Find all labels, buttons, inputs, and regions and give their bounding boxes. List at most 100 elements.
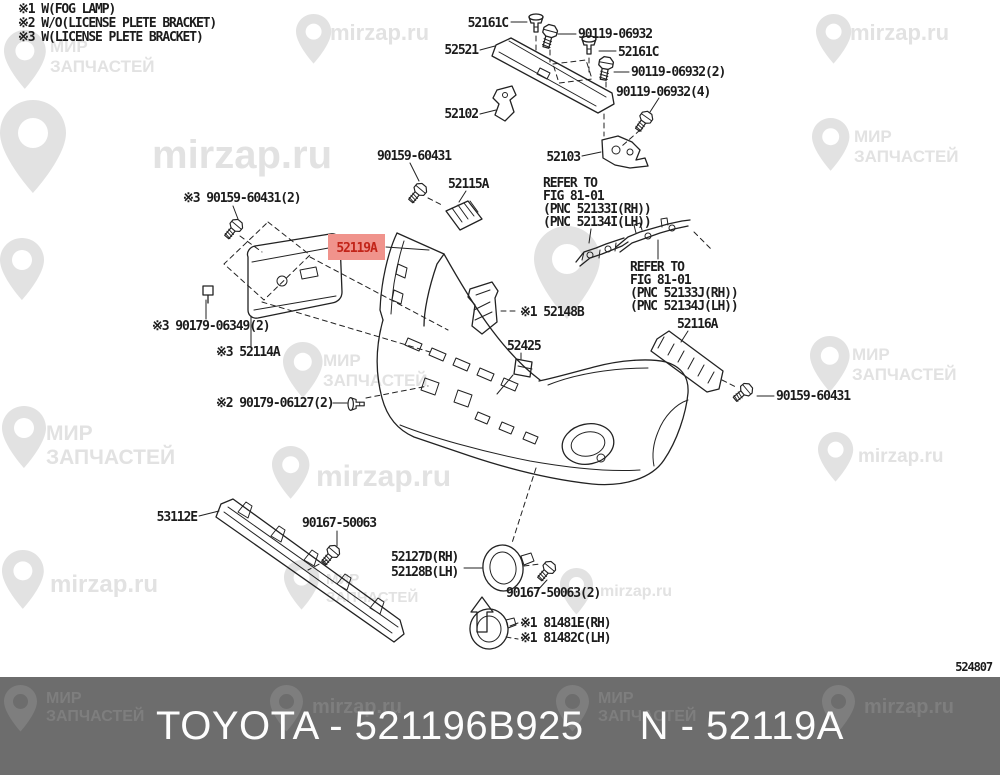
part-label-52119a: 52119A xyxy=(336,241,378,256)
part-label-81482c[interactable]: ※1 81482C(LH) xyxy=(520,631,612,646)
diagram-code: 524807 xyxy=(955,660,993,674)
watermark-brand-text: МИР xyxy=(50,37,88,56)
part-label-52425[interactable]: 52425 xyxy=(507,339,542,354)
push-clip-icon xyxy=(347,397,365,411)
part-label-90159-60431-right[interactable]: 90159-60431 xyxy=(776,389,852,404)
map-pin-watermark-icon xyxy=(4,685,37,732)
part-label-90119-06932-4[interactable]: 90119-06932(4) xyxy=(616,85,711,100)
license-plate-bracket-assembly-drawing xyxy=(202,216,449,353)
watermark-site-text: mirzap.ru xyxy=(50,571,158,598)
radiator-support-assembly-drawing xyxy=(491,13,656,169)
highlight-box xyxy=(328,234,385,260)
map-pin-watermark-icon xyxy=(810,336,850,392)
harness-clamp-drawing xyxy=(575,217,713,267)
watermark-brand-text: МИР xyxy=(323,351,361,370)
part-label-52148b[interactable]: ※1 52148B xyxy=(520,305,586,320)
refer2-line1: REFER TO xyxy=(630,260,685,275)
watermark-layer: МИР ЗАПЧАСТЕЙ mirzap.ru mirzap.ru mirzap… xyxy=(0,14,959,615)
part-label-90159-60431-mid[interactable]: 90159-60431 xyxy=(377,149,453,164)
map-pin-watermark-icon xyxy=(2,406,46,468)
part-label-52115a[interactable]: 52115A xyxy=(448,177,491,192)
bumper-support-bracket-drawing xyxy=(467,281,518,335)
part-label-90119-06932-2[interactable]: 90119-06932(2) xyxy=(631,65,726,80)
legend-line-2: ※2 W/O(LICENSE PLETE BRACKET) xyxy=(18,16,216,31)
bolt-icon xyxy=(730,380,756,405)
part-label-52161c-b[interactable]: 52161C xyxy=(618,45,660,60)
bolt-icon xyxy=(595,55,615,82)
part-label-90159-60431-left[interactable]: ※3 90159-60431(2) xyxy=(183,191,302,206)
legend-line-1: ※1 W(FOG LAMP) xyxy=(18,2,115,17)
part-label-90167-50063[interactable]: 90167-50063 xyxy=(302,516,377,531)
legend-line-3: ※3 W(LICENSE PLETE BRACKET) xyxy=(18,30,203,45)
refer1-line1: REFER TO xyxy=(543,176,598,191)
bolt-icon xyxy=(631,108,656,134)
leader-lines xyxy=(198,21,775,640)
map-pin-watermark-icon xyxy=(272,446,310,499)
watermark-site-text: mirzap.ru xyxy=(152,133,332,177)
part-label-81481e[interactable]: ※1 81481E(RH) xyxy=(520,616,612,631)
lower-grille-drawing xyxy=(215,498,405,643)
map-pin-watermark-icon xyxy=(283,342,323,398)
refer2-line4: (PNC 52134J(LH)) xyxy=(630,299,738,314)
watermark-site-text: mirzap.ru xyxy=(316,460,451,493)
part-label-52521[interactable]: 52521 xyxy=(444,43,480,58)
refer1-line2: FIG 81-01 xyxy=(543,189,605,204)
watermark-site-text: mirzap.ru xyxy=(312,696,402,718)
watermark-brand-text: ЗАПЧАСТЕЙ xyxy=(50,57,155,76)
watermark-brand-text: ЗАПЧАСТЕЙ xyxy=(854,147,959,166)
map-pin-watermark-icon xyxy=(812,118,850,171)
watermark-site-text: mirzap.ru xyxy=(850,20,949,45)
refer1-line3: (PNC 52133I(RH)) xyxy=(543,202,651,217)
watermark-brand-text: ЗАПЧАСТЕЙ xyxy=(46,706,144,725)
front-direction-arrow xyxy=(470,596,494,633)
part-label-52116a[interactable]: 52116A xyxy=(677,317,720,332)
watermark-site-text: mirzap.ru xyxy=(864,696,954,718)
footer-banner: МИР ЗАПЧАСТЕЙ mirzap.ru МИР ЗАПЧАСТЕЙ mi… xyxy=(0,677,1000,775)
watermark-brand-text: ЗАПЧАСТЕЙ xyxy=(852,365,957,384)
watermark-brand-text: ЗАПЧАСТЕЙ xyxy=(323,371,428,390)
fog-lamp-parts-drawing xyxy=(469,467,559,650)
refer2-line2: FIG 81-01 xyxy=(630,273,692,288)
retainer-clip-drawing xyxy=(347,385,429,411)
map-pin-watermark-icon xyxy=(816,14,852,64)
map-pin-watermark-icon xyxy=(0,238,44,300)
fog-grille-insert-drawing xyxy=(650,330,756,405)
refer2-line3: (PNC 52133J(RH)) xyxy=(630,286,738,301)
part-label-90119-06932[interactable]: 90119-06932 xyxy=(578,27,653,42)
part-label-90167-50063-2[interactable]: 90167-50063(2) xyxy=(506,586,601,601)
legend: ※1 W(FOG LAMP) ※2 W/O(LICENSE PLETE BRAC… xyxy=(18,2,217,45)
map-pin-watermark-icon xyxy=(0,100,66,193)
part-label-90179-06127[interactable]: ※2 90179-06127(2) xyxy=(216,396,335,411)
part-label-52161c-a[interactable]: 52161C xyxy=(468,16,510,31)
part-label-52127d[interactable]: 52127D(RH) xyxy=(391,550,459,565)
bolt-icon xyxy=(538,22,560,50)
bumper-piece-drawing xyxy=(496,352,533,395)
refer-block-2: REFER TO FIG 81-01 (PNC 52133J(RH)) (PNC… xyxy=(630,260,739,314)
watermark-site-text: mirzap.ru xyxy=(858,446,944,467)
push-clip-icon xyxy=(528,13,544,33)
map-pin-watermark-icon xyxy=(818,432,854,482)
part-labels: 52161C 90119-06932 52521 52161C 90119-06… xyxy=(152,16,852,646)
part-label-52114a[interactable]: ※3 52114A xyxy=(216,345,282,360)
front-bumper-cover-drawing xyxy=(376,232,689,486)
map-pin-watermark-icon xyxy=(296,14,332,64)
footer-pnc-reference: N - 52119A xyxy=(639,703,844,748)
part-label-52102[interactable]: 52102 xyxy=(444,107,479,122)
part-label-53112e[interactable]: 53112E xyxy=(157,510,199,525)
part-label-52128b[interactable]: 52128B(LH) xyxy=(391,565,459,580)
footer-watermark-layer: МИР ЗАПЧАСТЕЙ mirzap.ru МИР ЗАПЧАСТЕЙ mi… xyxy=(4,685,954,732)
refer-block-1: REFER TO FIG 81-01 (PNC 52133I(RH)) (PNC… xyxy=(543,176,652,230)
bumper-side-bracket-drawing xyxy=(405,180,483,231)
watermark-brand-text: МИР xyxy=(854,127,892,146)
part-label-52103[interactable]: 52103 xyxy=(546,150,581,165)
part-label-90179-06349[interactable]: ※3 90179-06349(2) xyxy=(152,319,271,334)
bolt-icon xyxy=(534,558,559,584)
watermark-brand-text: МИР xyxy=(598,690,634,707)
highlighted-part-52119a[interactable]: 52119A xyxy=(328,234,385,260)
watermark-brand-text: ЗАПЧАСТЕЙ xyxy=(46,445,175,469)
map-pin-watermark-icon xyxy=(2,550,44,609)
refer1-line4: (PNC 52134I(LH)) xyxy=(543,215,651,230)
watermark-site-text: mirzap.ru xyxy=(600,583,672,600)
footer-part-reference: TOYOTA - 521196B925 xyxy=(156,703,584,748)
watermark-brand-text: МИР xyxy=(46,690,82,707)
